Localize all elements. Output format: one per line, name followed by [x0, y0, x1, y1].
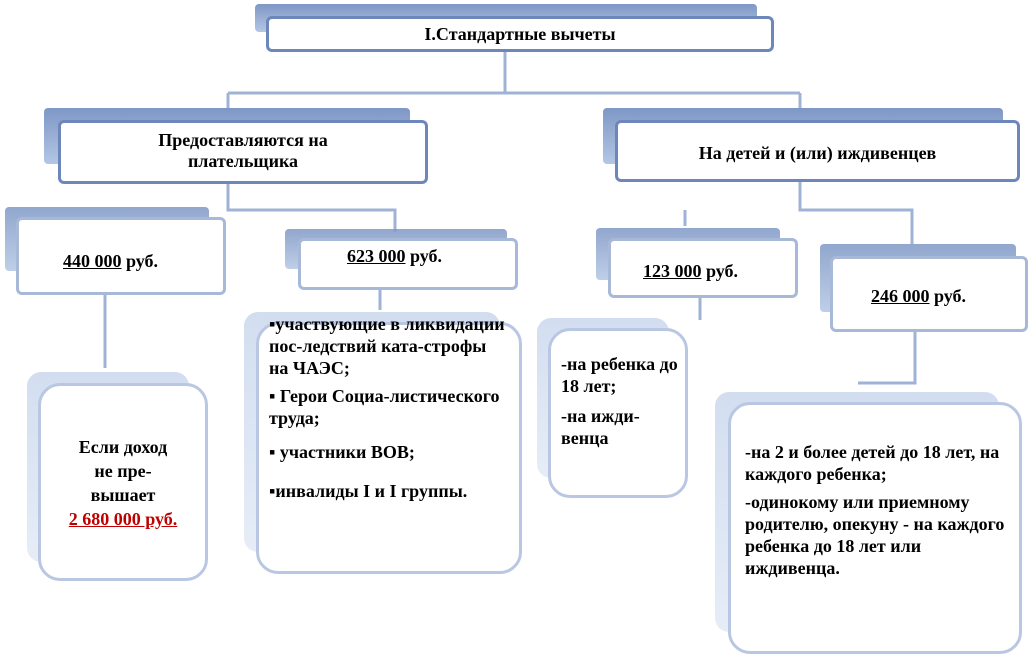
node-123: 123 000 руб.	[608, 238, 798, 298]
list-123-item: -на ижди-венца	[561, 406, 640, 448]
income-note: Если доход не пре- вышает 2 680 000 руб.	[38, 383, 208, 581]
root-node: I.Стандартные вычеты	[266, 16, 774, 52]
list-623: ▪участвующие в ликвидации пос-ледствий к…	[256, 314, 522, 574]
node-246-label: 246 000 руб.	[871, 286, 967, 306]
node-440-label: 440 000 руб.	[63, 251, 159, 271]
list-246: -на 2 и более детей до 18 лет, на каждог…	[728, 402, 1022, 654]
right-branch-node: На детей и (или) иждивенцев	[615, 120, 1020, 182]
node-623-label: 623 000 руб.	[347, 246, 443, 266]
income-limit: 2 680 000 руб.	[68, 509, 178, 529]
left-branch-node: Предоставляются на плательщика	[58, 120, 428, 184]
right-branch-title: На детей и (или) иждивенцев	[698, 143, 937, 163]
list-246-text: -на 2 и более детей до 18 лет, на каждог…	[745, 441, 1015, 579]
left-branch-title: Предоставляются на плательщика	[158, 130, 328, 171]
list-623-item: ▪ Герои Социа-листического труда;	[269, 386, 500, 428]
income-note-text: Если доход не пре- вышает 2 680 000 руб.	[41, 435, 205, 531]
node-246: 246 000 руб.	[830, 256, 1028, 332]
node-623: 623 000 руб.	[298, 238, 518, 290]
list-123-item: -на ребенка до 18 лет;	[561, 354, 678, 396]
list-246-item: -на 2 и более детей до 18 лет, на каждог…	[745, 442, 1000, 484]
root-title: I.Стандартные вычеты	[424, 24, 616, 44]
list-623-item: ▪ участники ВОВ;	[269, 442, 415, 462]
node-440: 440 000 руб.	[16, 217, 226, 295]
list-623-text: ▪участвующие в ликвидации пос-ледствий к…	[269, 313, 509, 507]
node-123-label: 123 000 руб.	[643, 261, 739, 281]
list-623-item: ▪участвующие в ликвидации пос-ледствий к…	[269, 314, 505, 378]
list-123: -на ребенка до 18 лет; -на ижди-венца	[548, 328, 688, 498]
list-123-text: -на ребенка до 18 лет; -на ижди-венца	[561, 353, 681, 449]
list-623-item: ▪инвалиды I и I группы.	[269, 481, 468, 501]
list-246-item: -одинокому или приемному родителю, опеку…	[745, 492, 1005, 578]
